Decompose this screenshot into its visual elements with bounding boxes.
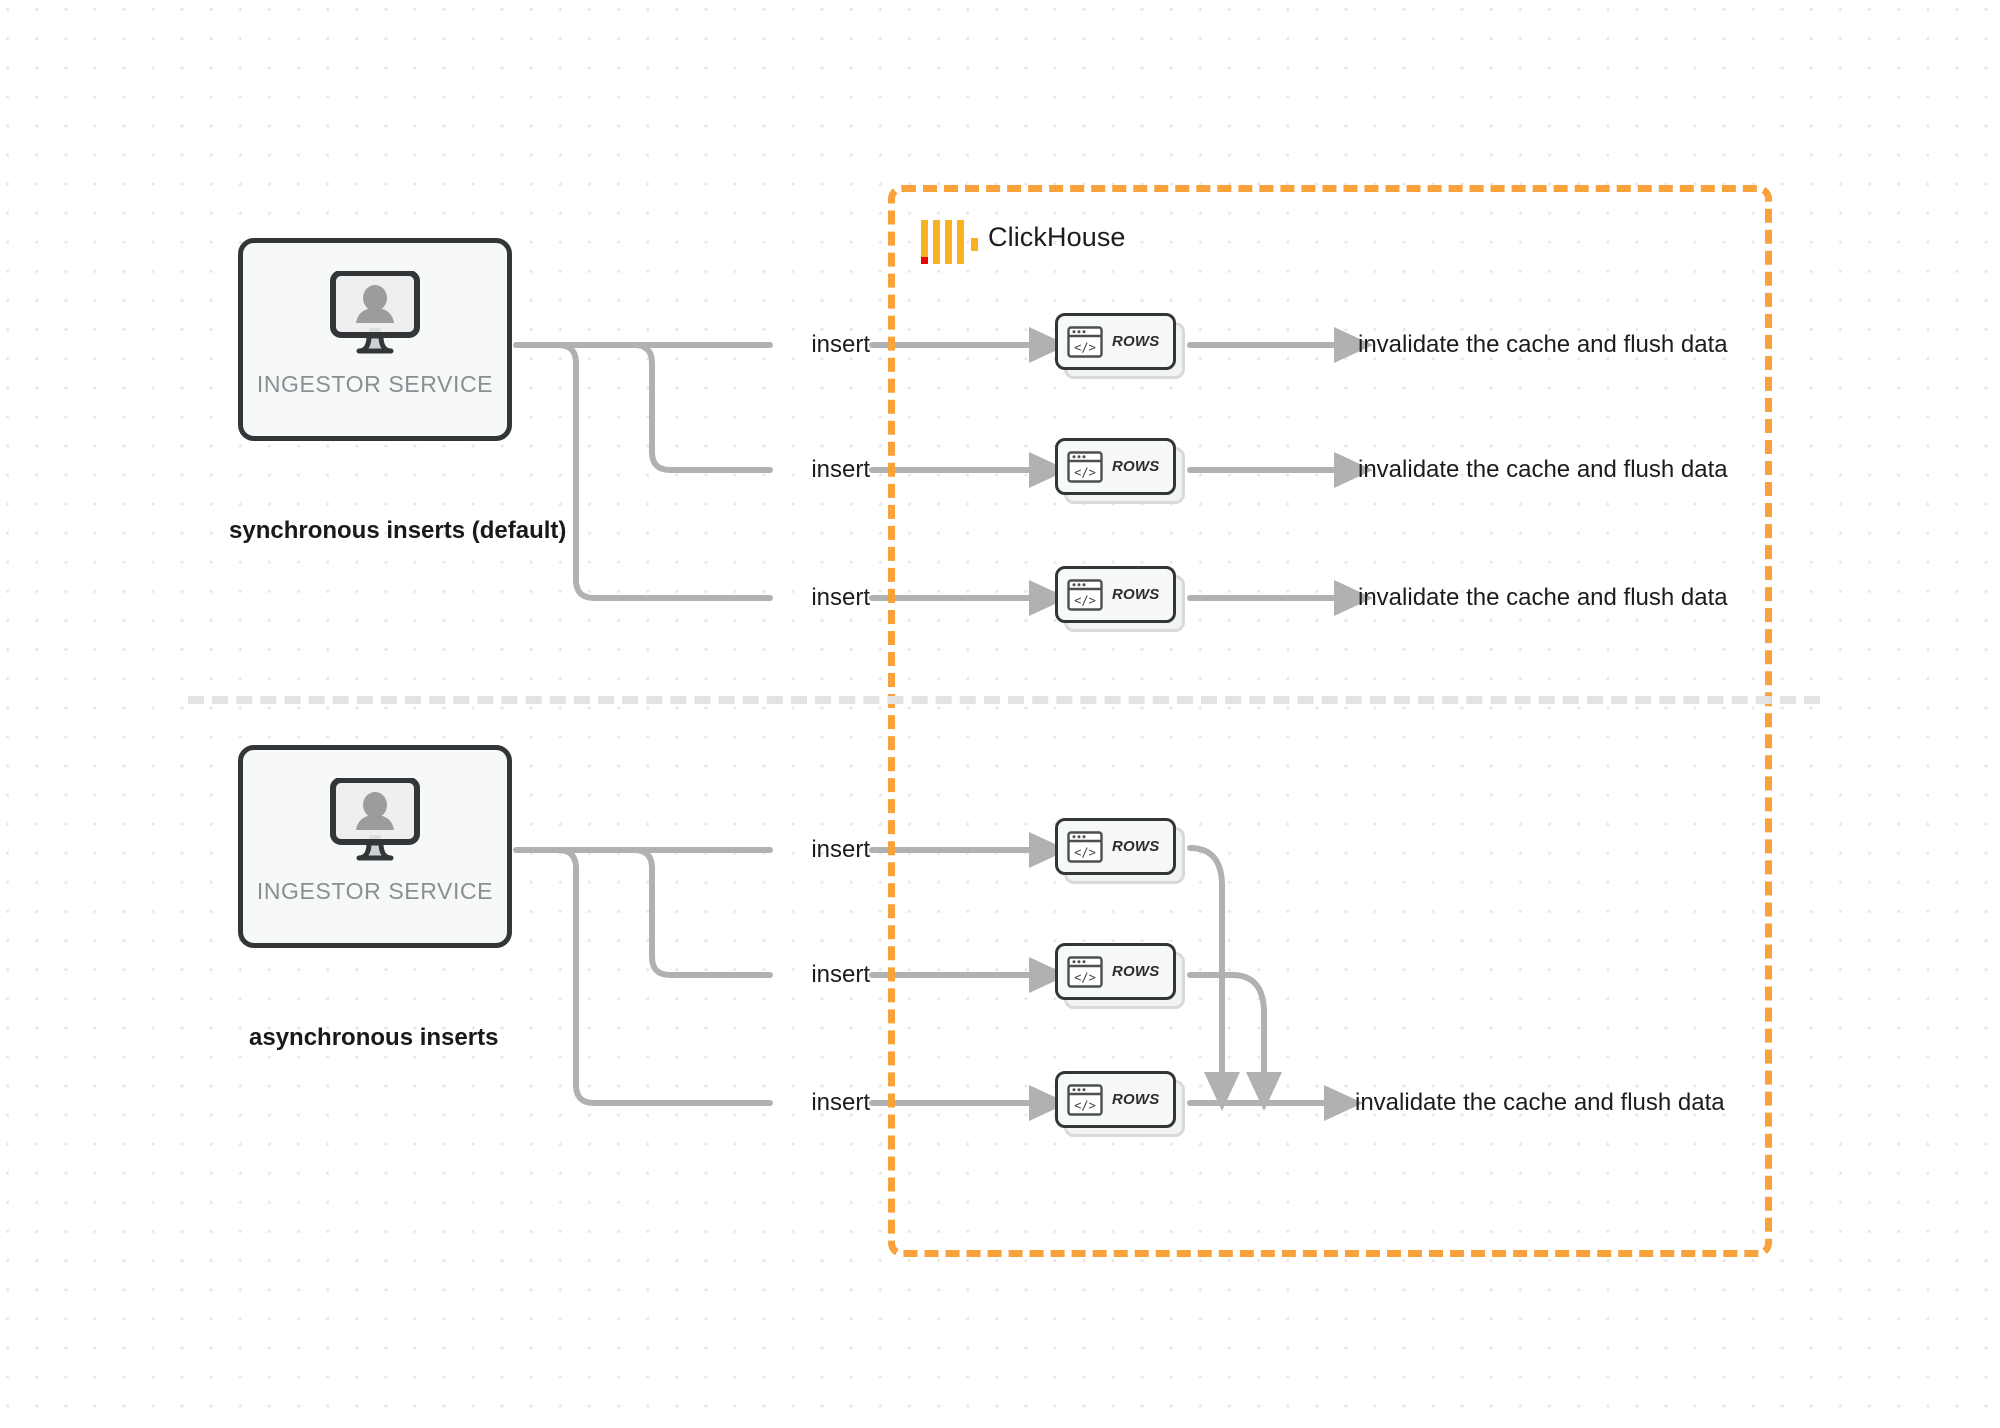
- section-divider: [188, 696, 1820, 704]
- clickhouse-title: ClickHouse: [988, 222, 1126, 252]
- rows-card-label: ROWS: [1112, 1091, 1160, 1108]
- card-front: </> ROWS: [1055, 566, 1176, 623]
- section-caption-sync: synchronous inserts (default): [229, 517, 567, 544]
- rows-card-label: ROWS: [1112, 333, 1160, 350]
- code-window-icon: </>: [1067, 955, 1103, 988]
- insert-label-async-2: insert: [811, 961, 870, 988]
- rows-card-label: ROWS: [1112, 963, 1160, 980]
- insert-label-sync-3: insert: [811, 584, 870, 611]
- rows-card-sync-3[interactable]: </> ROWS: [1055, 566, 1185, 632]
- rows-card-label: ROWS: [1112, 458, 1160, 475]
- svg-text:</>: </>: [1074, 845, 1096, 859]
- card-front: </> ROWS: [1055, 818, 1176, 875]
- card-front: </> ROWS: [1055, 943, 1176, 1000]
- code-window-icon: </>: [1067, 578, 1103, 611]
- code-window-icon: </>: [1067, 830, 1103, 863]
- clickhouse-boundary: [888, 185, 1772, 1257]
- async-branch-lines: [513, 847, 773, 1106]
- insert-label-sync-1: insert: [811, 331, 870, 358]
- insert-label-sync-2: insert: [811, 456, 870, 483]
- card-front: </> ROWS: [1055, 1071, 1176, 1128]
- svg-text:</>: </>: [1074, 465, 1096, 479]
- insert-label-async-1: insert: [811, 836, 870, 863]
- rows-card-sync-2[interactable]: </> ROWS: [1055, 438, 1185, 504]
- result-label-sync-1: invalidate the cache and flush data: [1358, 331, 1728, 358]
- ingestor-service-label-async: INGESTOR SERVICE: [256, 878, 494, 904]
- rows-card-async-3[interactable]: </> ROWS: [1055, 1071, 1185, 1137]
- result-label-sync-3: invalidate the cache and flush data: [1358, 584, 1728, 611]
- code-window-icon: </>: [1067, 1083, 1103, 1116]
- svg-text:</>: </>: [1074, 1098, 1096, 1112]
- rows-card-sync-1[interactable]: </> ROWS: [1055, 313, 1185, 379]
- svg-text:</>: </>: [1074, 340, 1096, 354]
- ingestor-service-async[interactable]: INGESTOR SERVICE: [238, 745, 512, 948]
- rows-card-label: ROWS: [1112, 586, 1160, 603]
- clickhouse-logo: [921, 220, 978, 264]
- insert-label-async-3: insert: [811, 1089, 870, 1116]
- rows-card-async-2[interactable]: </> ROWS: [1055, 943, 1185, 1009]
- ingestor-service-label-sync: INGESTOR SERVICE: [256, 371, 494, 397]
- sync-branch-lines: [513, 342, 773, 601]
- ingestor-service-sync[interactable]: INGESTOR SERVICE: [238, 238, 512, 441]
- svg-text:</>: </>: [1074, 593, 1096, 607]
- svg-text:</>: </>: [1074, 970, 1096, 984]
- result-label-sync-2: invalidate the cache and flush data: [1358, 456, 1728, 483]
- monitor-user-icon: [330, 271, 420, 354]
- result-label-async-merged: invalidate the cache and flush data: [1355, 1089, 1725, 1116]
- code-window-icon: </>: [1067, 325, 1103, 358]
- rows-card-label: ROWS: [1112, 838, 1160, 855]
- card-front: </> ROWS: [1055, 313, 1176, 370]
- card-front: </> ROWS: [1055, 438, 1176, 495]
- section-caption-async: asynchronous inserts: [249, 1024, 499, 1051]
- rows-card-async-1[interactable]: </> ROWS: [1055, 818, 1185, 884]
- code-window-icon: </>: [1067, 450, 1103, 483]
- monitor-user-icon: [330, 778, 420, 861]
